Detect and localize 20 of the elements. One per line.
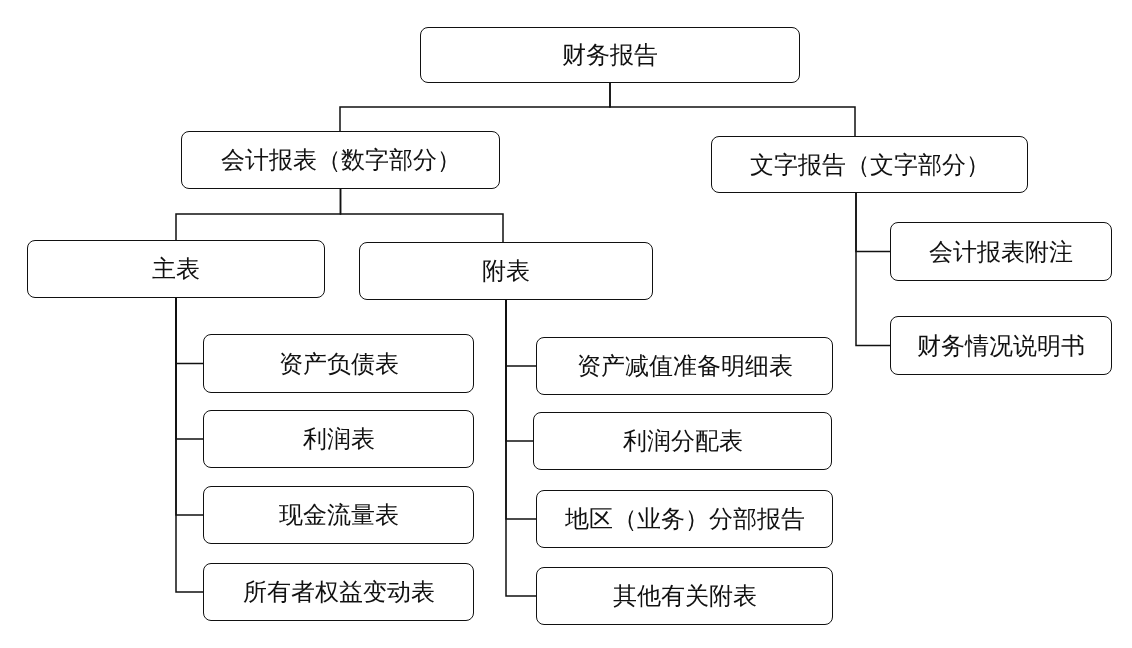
text-box: 所有者权益变动表 xyxy=(203,563,474,621)
text-box: 文字报告（文字部分） xyxy=(711,136,1028,193)
text-box: 主表 xyxy=(27,240,325,298)
text-box: 地区（业务）分部报告 xyxy=(536,490,833,548)
text-box: 利润表 xyxy=(203,410,474,468)
text-box: 会计报表（数字部分） xyxy=(181,131,500,189)
text-box: 资产负债表 xyxy=(203,334,474,393)
connector-line xyxy=(175,297,204,593)
text-box: 现金流量表 xyxy=(203,486,474,544)
text-box: 附表 xyxy=(359,242,653,300)
text-box: 其他有关附表 xyxy=(536,567,833,625)
text-box: 财务情况说明书 xyxy=(890,316,1112,375)
text-box: 财务报告 xyxy=(420,27,800,83)
connector-line xyxy=(505,299,537,597)
connector-line xyxy=(609,82,856,137)
text-box: 利润分配表 xyxy=(533,412,832,470)
connector-line xyxy=(339,188,504,243)
connector-line xyxy=(855,192,891,347)
text-box: 会计报表附注 xyxy=(890,222,1112,281)
text-box: 资产减值准备明细表 xyxy=(536,337,833,395)
